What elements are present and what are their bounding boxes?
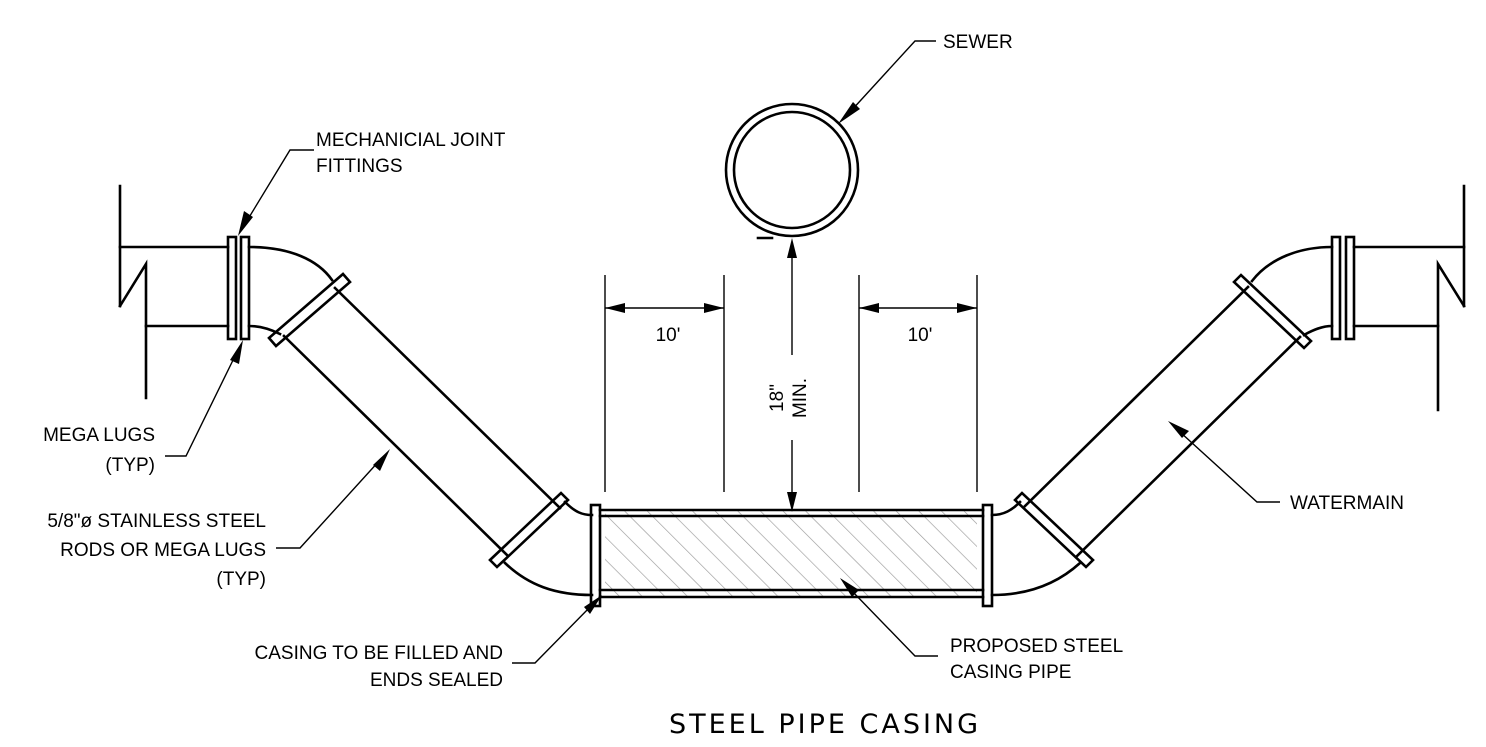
sewer-label: SEWER xyxy=(943,32,1013,53)
right-upper-elbow xyxy=(1250,245,1334,337)
mj-fittings-label-line2: FITTINGS xyxy=(316,156,403,177)
mj-fittings-leader: MECHANICIAL JOINT FITTINGS xyxy=(238,130,506,236)
right-mj-fittings xyxy=(1330,235,1356,341)
right-existing-pipe xyxy=(1352,184,1466,412)
rods-label-line1: 5/8"ø STAINLESS STEEL xyxy=(47,511,266,532)
left-lower-elbow xyxy=(503,500,594,597)
left-diagonal-pipe xyxy=(267,272,570,569)
proposed-casing-leader: PROPOSED STEEL CASING PIPE xyxy=(840,578,1123,683)
dim-left-10ft: 10' xyxy=(656,325,681,346)
watermain-leader: WATERMAIN xyxy=(1168,421,1404,514)
left-mj-fittings xyxy=(226,235,251,341)
right-diagonal-pipe xyxy=(1013,273,1313,569)
left-casing-flange xyxy=(589,503,602,608)
casing-fill-label-line1: CASING TO BE FILLED AND xyxy=(255,643,503,664)
left-existing-pipe xyxy=(118,184,230,400)
casing-fill-leader: CASING TO BE FILLED AND ENDS SEALED xyxy=(255,595,602,691)
left-upper-elbow xyxy=(247,245,334,336)
mj-fittings-label-line1: MECHANICIAL JOINT xyxy=(316,130,506,151)
rods-label-line3: (TYP) xyxy=(216,569,266,590)
vertical-clearance-dimension: 18" MIN. xyxy=(767,238,811,512)
rods-leader: 5/8"ø STAINLESS STEEL RODS OR MEGA LUGS … xyxy=(47,449,390,590)
proposed-label-line1: PROPOSED STEEL xyxy=(950,636,1123,657)
casing-fill-label-line2: ENDS SEALED xyxy=(370,670,503,691)
right-offset-dimension: 10' xyxy=(858,275,978,492)
mega-lugs-label-line2: (TYP) xyxy=(105,455,155,476)
drawing-title: STEEL PIPE CASING xyxy=(669,709,981,740)
dim-min: MIN. xyxy=(790,378,811,418)
left-offset-dimension: 10' xyxy=(604,275,725,492)
mega-lugs-label-line1: MEGA LUGS xyxy=(43,425,155,446)
mega-lugs-leader: MEGA LUGS (TYP) xyxy=(43,340,243,476)
rods-label-line2: RODS OR MEGA LUGS xyxy=(60,540,266,561)
right-casing-flange xyxy=(981,503,994,608)
sewer-pipe xyxy=(724,102,860,240)
watermain-label: WATERMAIN xyxy=(1290,493,1404,514)
dim-18-inch: 18" xyxy=(767,384,788,412)
steel-casing-pipe xyxy=(598,508,985,599)
proposed-label-line2: CASING PIPE xyxy=(950,662,1071,683)
dim-right-10ft: 10' xyxy=(908,325,933,346)
sewer-leader: SEWER xyxy=(838,32,1013,124)
